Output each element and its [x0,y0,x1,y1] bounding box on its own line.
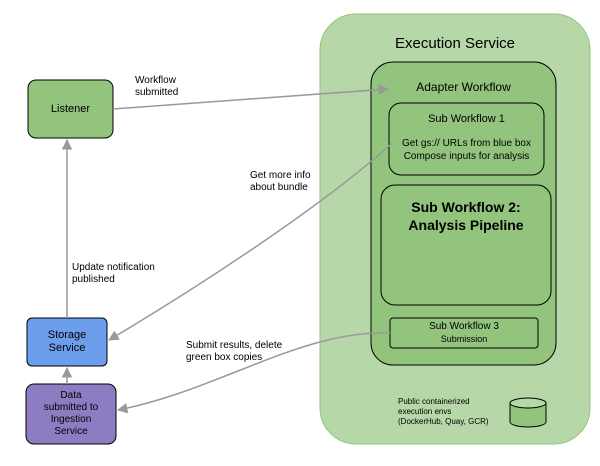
arrow-submit-results [116,332,391,414]
sub-workflow-2-title: Sub Workflow 2: Analysis Pipeline [408,199,524,233]
sub-workflow-2-box [380,184,552,306]
adapter-workflow-title: Adapter Workflow [416,80,511,94]
sub-workflow-1-box [388,102,545,176]
execution-service-title: Execution Service [394,35,516,52]
ingestion-box [25,383,117,445]
sub-workflow-3-body: Submission [440,334,488,344]
sub-workflow-3-title: Sub Workflow 3 [429,321,499,332]
arrow-workflow-submitted [112,84,390,110]
sub-workflow-1-body: Get gs:// URLs from blue box Compose inp… [402,138,531,162]
storage-service-label: Storage Service [47,329,87,354]
edge-label-get-more-info: Get more info about bundle [250,170,311,193]
edge-label-workflow-submitted: Workflow submitted [135,75,179,98]
listener-label: Listener [50,103,91,115]
edge-label-update-notification: Update notification published [72,262,155,285]
sub-workflow-1-title: Sub Workflow 1 [428,113,505,125]
edge-label-submit-results: Submit results, delete green box copies [186,340,283,363]
ingestion-label: Data submitted to Ingestion Service [43,390,99,437]
database-icon [509,397,547,428]
arrow-get-more-info [108,142,393,341]
public-envs-label: Public containerized execution envs (Doc… [398,397,489,426]
